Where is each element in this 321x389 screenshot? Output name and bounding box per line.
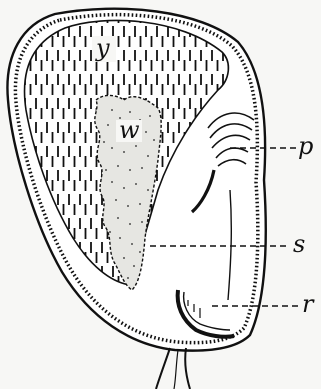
funiculus-stalk bbox=[156, 348, 190, 389]
label-r: r bbox=[302, 290, 315, 318]
label-y: y bbox=[95, 34, 110, 62]
label-w: w bbox=[119, 116, 140, 144]
label-s: s bbox=[293, 230, 305, 258]
label-p: p bbox=[298, 132, 313, 160]
